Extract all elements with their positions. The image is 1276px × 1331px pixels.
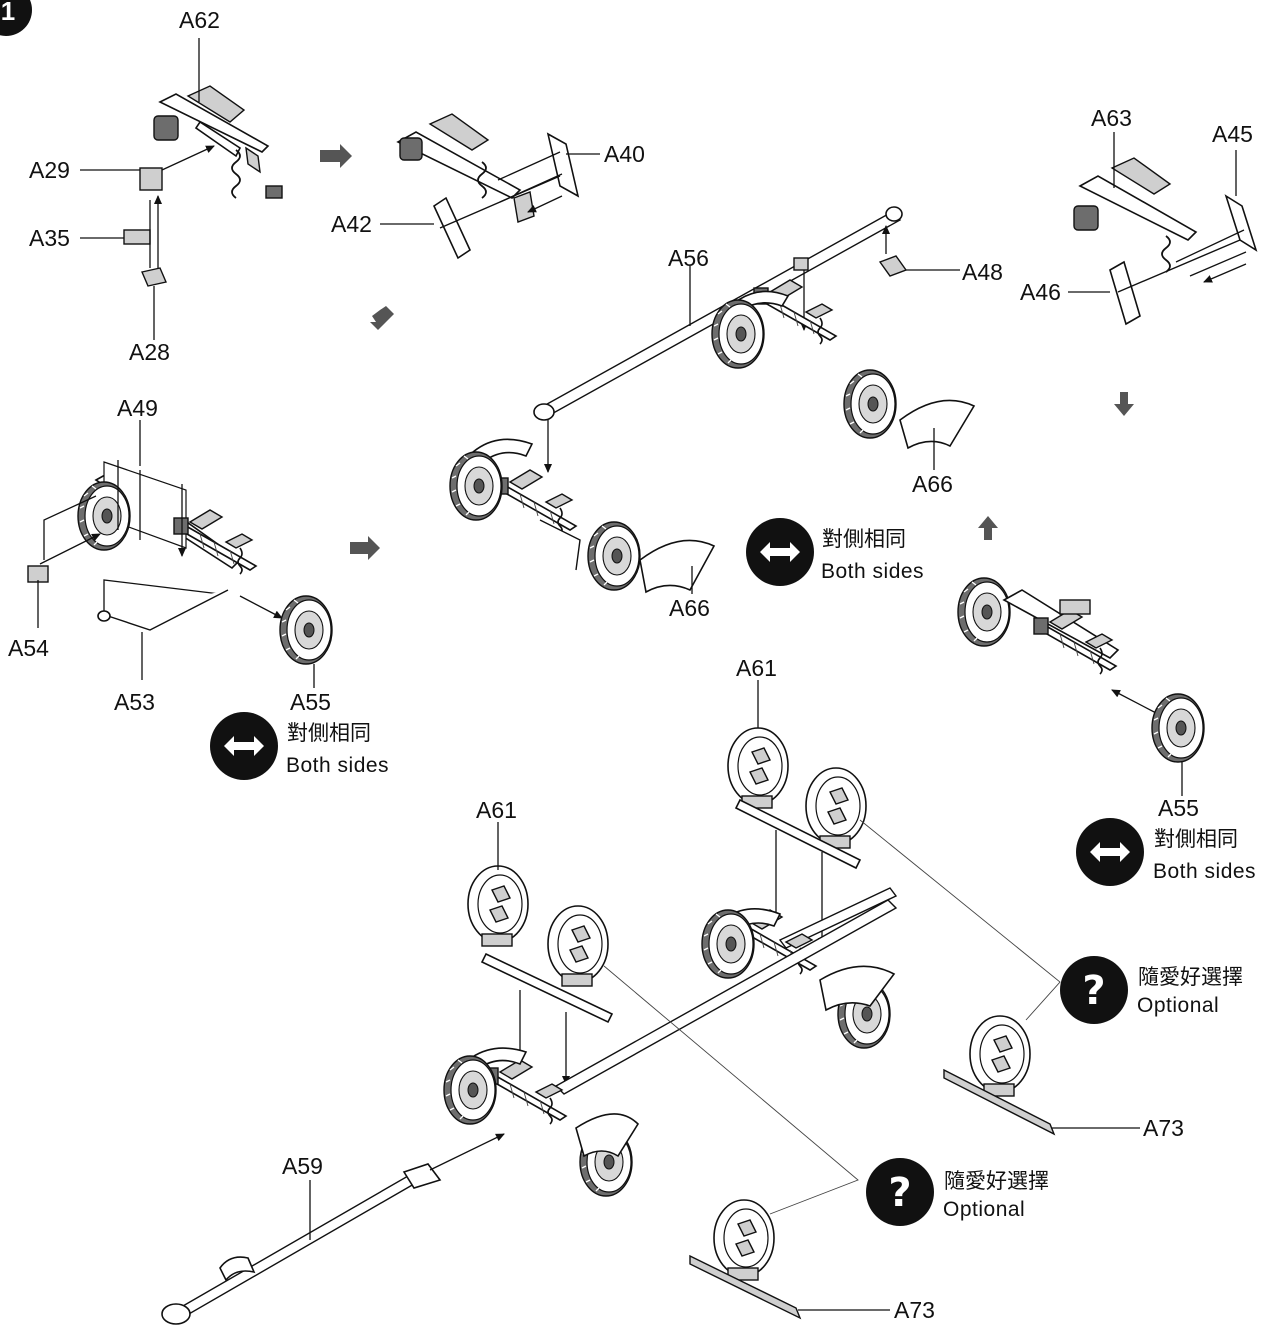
- label-A61-top: A61: [736, 655, 777, 681]
- suspension-subassembly-right: [1073, 157, 1258, 326]
- question-mark-icon: ?: [1082, 968, 1105, 1014]
- optional-zh: 隨愛好選擇: [944, 1169, 1049, 1193]
- optional-note-right: ? 隨愛好選擇 Optional: [1060, 956, 1243, 1024]
- label-A49: A49: [117, 395, 158, 421]
- label-A66-right: A66: [912, 471, 953, 497]
- double-arrow-icon: [760, 542, 800, 562]
- both-sides-zh: 對側相同: [287, 721, 371, 745]
- suspension-subassembly-left: [123, 85, 283, 287]
- label-A40: A40: [604, 141, 645, 167]
- flow-arrow-down-1-icon: [370, 306, 394, 330]
- label-A35: A35: [29, 225, 70, 251]
- flow-arrow-right-1-icon: [320, 144, 352, 168]
- label-A29: A29: [29, 157, 70, 183]
- flow-arrow-up-icon: [978, 516, 998, 540]
- label-A73-bottom: A73: [894, 1297, 935, 1323]
- double-arrow-icon: [1090, 842, 1130, 862]
- both-sides-zh: 對側相同: [1154, 827, 1238, 851]
- both-sides-en: Both sides: [286, 754, 389, 777]
- optional-zh: 隨愛好選擇: [1138, 965, 1243, 989]
- label-A55-right: A55: [1158, 795, 1199, 821]
- label-A61-bottom: A61: [476, 797, 517, 823]
- label-A54: A54: [8, 635, 49, 661]
- step-badge: 1: [0, 0, 32, 36]
- both-sides-en: Both sides: [821, 560, 924, 583]
- label-A55-left: A55: [290, 689, 331, 715]
- both-sides-note-right: 對側相同 Both sides: [1076, 818, 1256, 886]
- flow-arrow-down-2-icon: [1114, 392, 1134, 416]
- both-sides-note-center: 對側相同 Both sides: [746, 518, 924, 586]
- label-A53: A53: [114, 689, 155, 715]
- label-A63: A63: [1091, 105, 1132, 131]
- label-A59: A59: [282, 1153, 323, 1179]
- both-sides-note-left: 對側相同 Both sides: [210, 712, 389, 780]
- final-assembly-bottom: [161, 865, 898, 1325]
- label-A28: A28: [129, 339, 170, 365]
- question-mark-icon: ?: [888, 1170, 911, 1216]
- suspension-subassembly-middle: [396, 113, 580, 260]
- label-A45: A45: [1212, 121, 1253, 147]
- both-sides-en: Both sides: [1153, 860, 1256, 883]
- sight-base-right: [943, 1015, 1056, 1136]
- label-A56: A56: [668, 245, 709, 271]
- label-A46: A46: [1020, 279, 1061, 305]
- double-arrow-icon: [224, 736, 264, 756]
- wheel-subassembly-right: [957, 577, 1205, 763]
- optional-en: Optional: [943, 1198, 1025, 1221]
- sight-assembly-upper: [701, 727, 898, 1049]
- flow-arrow-right-2-icon: [350, 536, 380, 560]
- label-A62: A62: [179, 7, 220, 33]
- both-sides-zh: 對側相同: [822, 527, 906, 551]
- sight-base-bottom: [689, 1199, 802, 1320]
- label-A66-left: A66: [669, 595, 710, 621]
- step-number: 1: [1, 0, 15, 26]
- label-A73-right: A73: [1143, 1115, 1184, 1141]
- optional-en: Optional: [1137, 994, 1219, 1017]
- optional-note-bottom: ? 隨愛好選擇 Optional: [866, 1158, 1049, 1226]
- chassis-assembly-center: [449, 206, 976, 594]
- label-A48: A48: [962, 259, 1003, 285]
- wheel-subassembly-left: [27, 460, 333, 665]
- label-A42: A42: [331, 211, 372, 237]
